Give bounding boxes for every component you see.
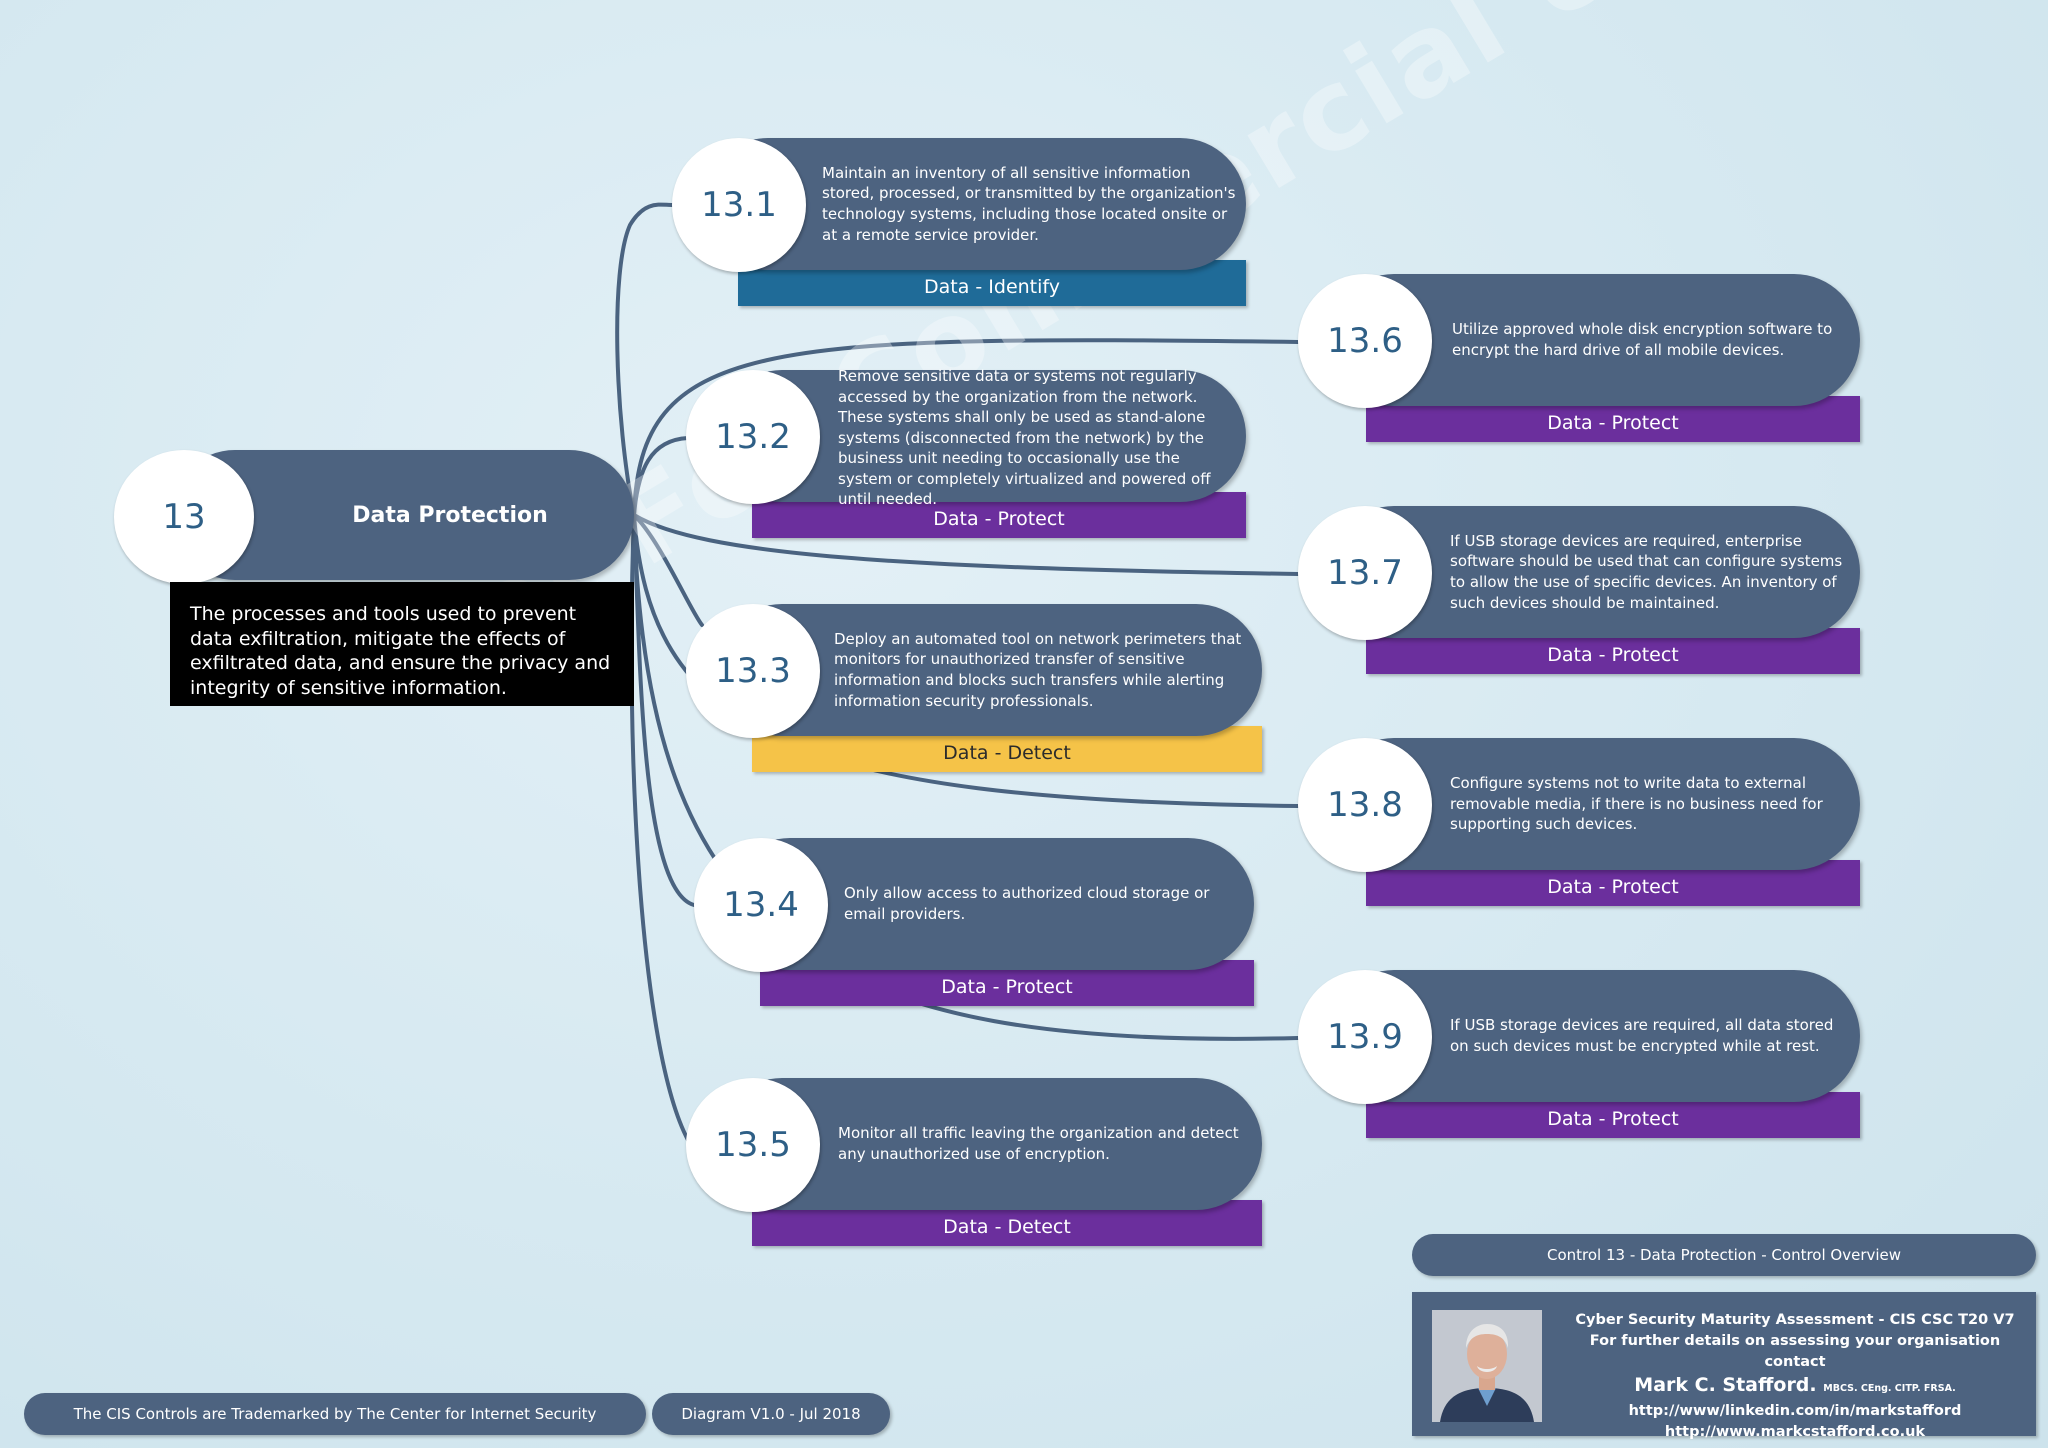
subcontrol-text: Maintain an inventory of all sensitive i… xyxy=(822,163,1236,244)
subcontrol-text: Monitor all traffic leaving the organiza… xyxy=(838,1124,1239,1163)
connector-13-7 xyxy=(632,513,1300,576)
author-photo xyxy=(1432,1310,1542,1422)
version-bar: Diagram V1.0 - Jul 2018 xyxy=(652,1393,890,1435)
linkedin-link[interactable]: http://www/linkedin.com/in/markstafford xyxy=(1628,1403,1962,1419)
connector-13-6 xyxy=(632,338,1300,517)
subcontrol-text: Only allow access to authorized cloud st… xyxy=(844,884,1210,923)
author-credentials: MBCS. CEng. CITP. FRSA. xyxy=(1823,1383,1956,1394)
control-title: Data Protection xyxy=(352,502,548,528)
subcontrol-number: 13.4 xyxy=(694,838,828,972)
author-panel: Cyber Security Maturity Assessment - CIS… xyxy=(1412,1292,2036,1440)
trademark-bar: The CIS Controls are Trademarked by The … xyxy=(24,1393,646,1435)
website-link[interactable]: http://www.markcstafford.co.uk xyxy=(1664,1424,1926,1440)
subcontrol-number: 13.6 xyxy=(1298,274,1432,408)
contact-line: For further details on assessing your or… xyxy=(1589,1333,2001,1370)
subcontrol-number: 13.8 xyxy=(1298,738,1432,872)
control-number: 13 xyxy=(114,450,254,584)
subcontrol-text: If USB storage devices are required, all… xyxy=(1450,1016,1834,1055)
subcontrol-number: 13.2 xyxy=(686,370,820,504)
subcontrol-13-1: Data - Identify Maintain an inventory of… xyxy=(672,138,1246,308)
subcontrol-13-3: Data - Detect Deploy an automated tool o… xyxy=(686,604,1262,774)
subcontrol-13-2: Data - Protect Remove sensitive data or … xyxy=(686,366,1246,540)
subcontrol-13-6: Data - Protect Utilize approved whole di… xyxy=(1298,274,1860,444)
portrait-icon xyxy=(1432,1310,1542,1422)
subcontrol-text: Configure systems not to write data to e… xyxy=(1450,774,1823,834)
author-name: Mark C. Stafford. xyxy=(1634,1374,1817,1396)
connector-13-3 xyxy=(632,513,704,627)
subcontrol-text: Utilize approved whole disk encryption s… xyxy=(1452,320,1833,359)
subcontrol-text: If USB storage devices are required, ent… xyxy=(1450,531,1843,612)
subcontrol-number: 13.7 xyxy=(1298,506,1432,640)
author-name-line: Mark C. Stafford. MBCS. CEng. CITP. FRSA… xyxy=(1562,1373,2028,1401)
subcontrol-13-5: Data - Detect Monitor all traffic leavin… xyxy=(686,1078,1262,1248)
author-text: Cyber Security Maturity Assessment - CIS… xyxy=(1562,1310,2028,1443)
subcontrol-number: 13.5 xyxy=(686,1078,820,1212)
subcontrol-13-4: Data - Protect Only allow access to auth… xyxy=(694,838,1254,1008)
subcontrol-text: Deploy an automated tool on network peri… xyxy=(834,629,1242,710)
assessment-title: Cyber Security Maturity Assessment - CIS… xyxy=(1575,1312,2015,1328)
subcontrol-13-8: Data - Protect Configure systems not to … xyxy=(1298,738,1860,908)
subcontrol-number: 13.9 xyxy=(1298,970,1432,1104)
subcontrol-number: 13.3 xyxy=(686,604,820,738)
control-description: The processes and tools used to prevent … xyxy=(170,582,634,706)
subcontrol-13-7: Data - Protect If USB storage devices ar… xyxy=(1298,506,1860,676)
connector-13-1 xyxy=(615,202,674,517)
subcontrol-text: Remove sensitive data or systems not reg… xyxy=(838,366,1211,509)
control-overview-bar: Control 13 - Data Protection - Control O… xyxy=(1412,1234,2036,1276)
subcontrol-number: 13.1 xyxy=(672,138,806,272)
subcontrol-13-9: Data - Protect If USB storage devices ar… xyxy=(1298,970,1860,1140)
